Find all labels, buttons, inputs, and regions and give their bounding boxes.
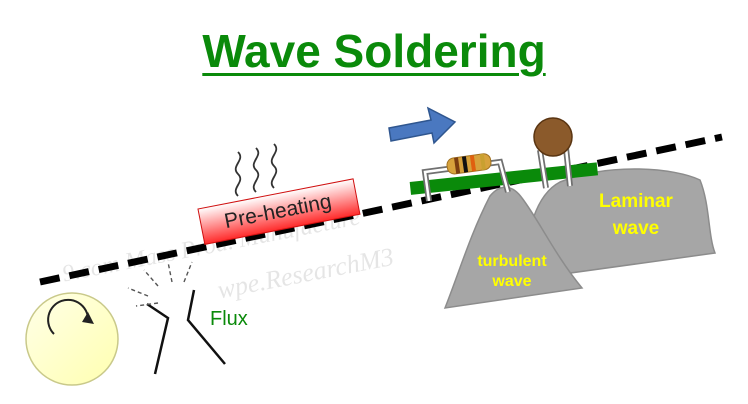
conveyor-line — [39, 133, 723, 286]
title-text: Wave Soldering — [202, 25, 546, 77]
heat-wave-icon — [234, 143, 278, 197]
flux-label: Flux — [210, 308, 248, 330]
rotor-disc — [25, 292, 119, 386]
flux-nozzle — [146, 289, 226, 375]
preheater-block — [197, 178, 361, 245]
flux-spray — [127, 261, 193, 307]
direction-arrow-icon — [388, 106, 457, 145]
laminar-wave-label: Laminar — [599, 191, 674, 212]
page-title: Wave Soldering — [0, 24, 748, 78]
turbulent-wave-label-2: wave — [491, 273, 531, 290]
capacitor-icon — [533, 117, 573, 157]
turbulent-wave-label: turbulent — [477, 253, 547, 270]
resistor-icon — [446, 153, 492, 175]
laminar-wave-label-2: wave — [612, 218, 659, 239]
rotation-arrow-icon — [47, 298, 90, 335]
